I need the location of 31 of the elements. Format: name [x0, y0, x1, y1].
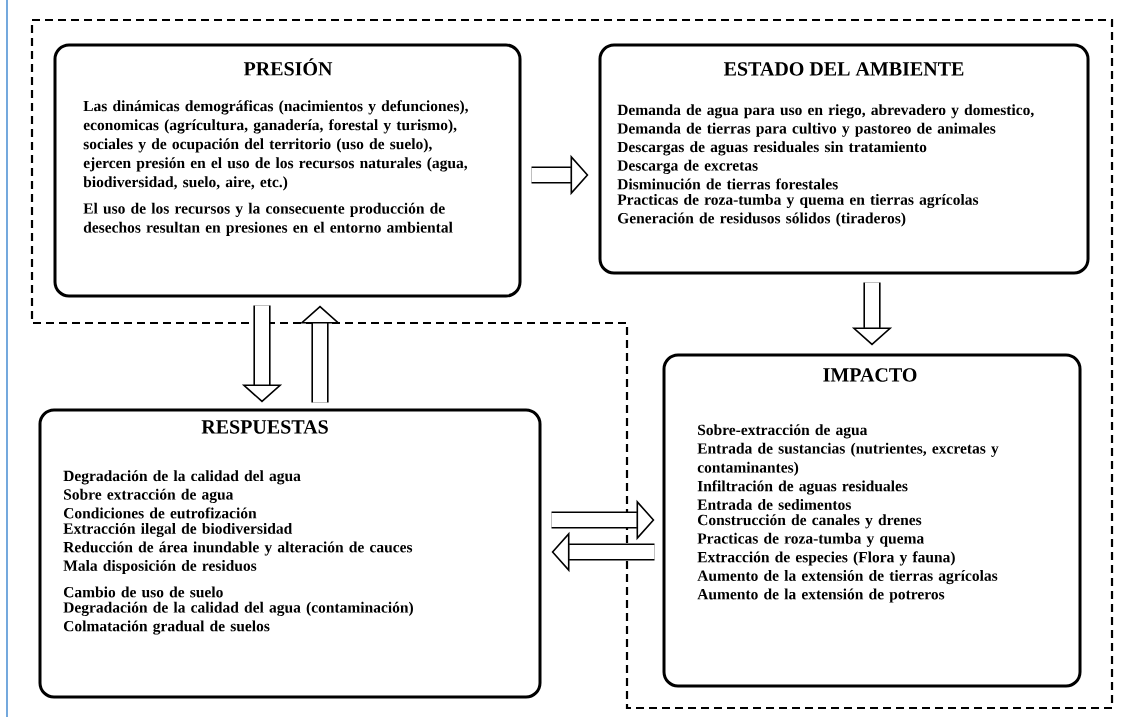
paragraph: El uso de los recursos y la consecuente producción de desechos resultan en presiones en el entorno ambiental [83, 202, 453, 236]
list-item: Aumento de la extensión de tierras agrícolas [697, 570, 998, 585]
list-item: Practicas de roza-tumba y quema en tierras agrícolas [617, 193, 979, 209]
list-item: Practicas de roza-tumba y quema [697, 532, 924, 547]
list-item: Mala disposición de residuos [63, 560, 257, 575]
box-heading: RESPUESTAS [201, 420, 328, 434]
list-item: Demanda de agua para uso en riego, abrevadero y domestico, [617, 104, 1034, 119]
list-item: Colmatación gradual de suelos [63, 620, 270, 635]
list-item: Aumento de la extensión de potreros [697, 588, 945, 603]
list-item: Cambio de uso de suelo [63, 586, 223, 598]
list-item: Infiltración de aguas residuales [697, 480, 908, 495]
list-item: Entrada de sustancias (nutrientes, excretas y contaminantes) [697, 442, 999, 476]
list-item: Extracción ilegal de biodiversidad [63, 522, 293, 538]
list-item: Degradación de la calidad del agua (contaminación) [63, 601, 413, 616]
list-item: Descargas de aguas residuales sin tratamiento [617, 141, 927, 156]
list-item: Disminución de tierras forestales [617, 178, 838, 190]
list-item: Degradación de la calidad del agua [63, 470, 301, 485]
list-item: Descarga de excretas [617, 159, 758, 175]
list-item: Entrada de sedimentos [697, 499, 851, 510]
list-item: Extracción de especies (Flora y fauna) [697, 551, 955, 566]
list-item: Generación de residusos sólidos (tiraderos) [617, 212, 906, 227]
list-item: Sobre extracción de agua [64, 488, 234, 503]
list-item: Construcción de canales y drenes [697, 514, 922, 529]
box-heading: IMPACTO [823, 368, 917, 382]
box-heading: PRESIÓN [243, 58, 333, 76]
list-item: Demanda de tierras para cultivo y pastoreo de animales [617, 122, 996, 137]
list-item: Condiciones de eutrofización [63, 507, 257, 519]
list-item: Sobre-extracción de agua [698, 424, 868, 439]
paragraph: Las dinámicas demográficas (nacimientos y defunciones), economicas (agrícultura, ganadería, forestal y turismo), sociales y de ocupación del territorio (uso de suelo), ejercen presión en el uso de los recursos naturales (agua, biodiversidad, suelo, aire, etc.) [83, 100, 468, 191]
list-item: Reducción de área inundable y alteración de cauces [63, 541, 413, 556]
box-heading: ESTADO DEL AMBIENTE [723, 62, 964, 76]
